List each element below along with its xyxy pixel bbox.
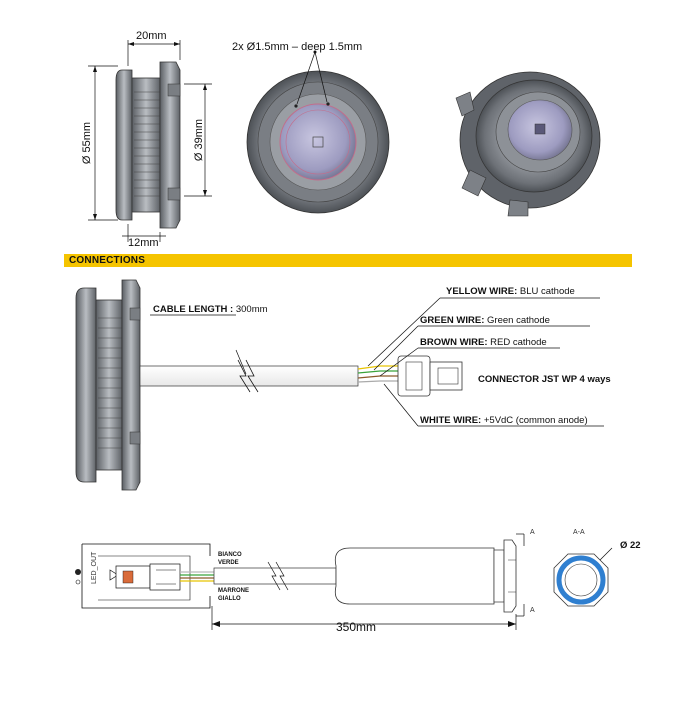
connector-label: CONNECTOR JST WP 4 ways	[478, 374, 611, 385]
schematic-wires	[180, 571, 214, 582]
brown-wire-label: BROWN WIRE: RED cathode	[420, 337, 547, 348]
led-chip-3d-icon	[534, 123, 546, 135]
side-view-fixture	[115, 61, 181, 229]
wiring-schematic	[75, 543, 211, 609]
section-markers	[516, 533, 525, 617]
led-chip-icon	[312, 136, 324, 148]
front-view-fixture	[246, 50, 390, 214]
section-a-top: A	[530, 529, 535, 536]
connection-fixture	[75, 279, 141, 491]
dim-outer-diameter: Ø 55mm	[81, 122, 93, 164]
white-wire-label: WHITE WIRE: +5VdC (common anode)	[420, 415, 588, 426]
cable	[139, 349, 359, 393]
dim-inner-diameter: Ø 39mm	[193, 119, 205, 161]
pin-label-verde: VERDE	[218, 560, 239, 566]
dim-width-top: 20mm	[136, 30, 167, 42]
cable-length-label: CABLE LENGTH : 300mm	[153, 304, 268, 315]
bottom-cable	[213, 539, 517, 613]
green-wire-label: GREEN WIRE: Green cathode	[420, 315, 550, 326]
dim-width-bottom: 12mm	[128, 237, 159, 249]
section-a-bottom: A	[530, 607, 535, 614]
pin-label-bianco: BIANCO	[218, 552, 242, 558]
holes-note: 2x Ø1.5mm – deep 1.5mm	[232, 41, 362, 53]
wire-bundle	[357, 365, 398, 383]
yellow-wire-label: YELLOW WIRE: BLU cathode	[446, 286, 575, 297]
pin-label-giallo: GIALLO	[218, 596, 241, 602]
dimension-lines-top-left	[88, 40, 212, 242]
section-aa-label: A-A	[573, 529, 585, 536]
pin-label-marrone: MARRONE	[218, 588, 249, 594]
diameter-label: Ø 22	[620, 540, 641, 551]
section-aa-view	[553, 547, 613, 607]
leader-lines	[150, 297, 604, 427]
perspective-view-fixture	[455, 71, 601, 217]
diode-icon	[109, 569, 119, 581]
jst-connector	[397, 355, 463, 397]
length-label: 350mm	[336, 620, 376, 634]
led-out-label: LED_OUT	[91, 551, 98, 584]
connections-header-bar	[64, 254, 632, 267]
length-dimension	[211, 606, 517, 630]
connections-header-title: CONNECTIONS	[69, 255, 146, 266]
